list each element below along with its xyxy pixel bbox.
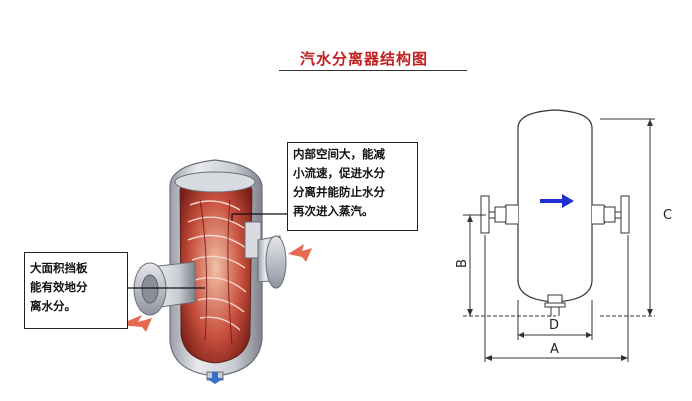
vessel-outline: [517, 109, 593, 303]
inlet-arrow: [118, 315, 152, 332]
right-flange: [620, 195, 630, 234]
dim-label-b: B: [454, 259, 470, 268]
diagram-title: 汽水分离器结构图: [300, 50, 429, 68]
callout-left-line-1: 大面积挡板: [30, 261, 88, 275]
leader-top: [231, 213, 287, 221]
dim-label-a: A: [550, 342, 559, 357]
callout-top-line-2: 小流速，促进水分: [293, 166, 385, 180]
outlet-arrow: [288, 244, 312, 262]
shell-top: [174, 171, 256, 193]
drain-arrow: [206, 372, 224, 384]
callout-top-line-3: 分离并能防止水分: [293, 185, 385, 199]
dim-label-c: C: [663, 208, 673, 223]
separator-drawing: [463, 109, 655, 362]
separator-cutaway: [118, 159, 312, 384]
baffle-plates: [187, 200, 247, 331]
callout-top-line-1: 内部空间大，能减: [293, 147, 385, 161]
bottom-drain: [547, 294, 563, 304]
title-underline: [279, 70, 467, 71]
callout-left-line-2: 能有效地分: [30, 280, 88, 294]
outlet-flange: [265, 235, 287, 289]
callout-top-line-4: 再次进入蒸汽。: [293, 204, 374, 218]
flow-arrow-blue: [540, 194, 574, 208]
callout-left-line-3: 离水分。: [30, 299, 76, 313]
dim-label-d: D: [549, 318, 560, 333]
callout-space-description: 内部空间大，能减 小流速，促进水分 分离并能防止水分 再次进入蒸汽。: [287, 142, 418, 231]
callout-baffle-description: 大面积挡板 能有效地分 离水分。: [24, 252, 128, 329]
